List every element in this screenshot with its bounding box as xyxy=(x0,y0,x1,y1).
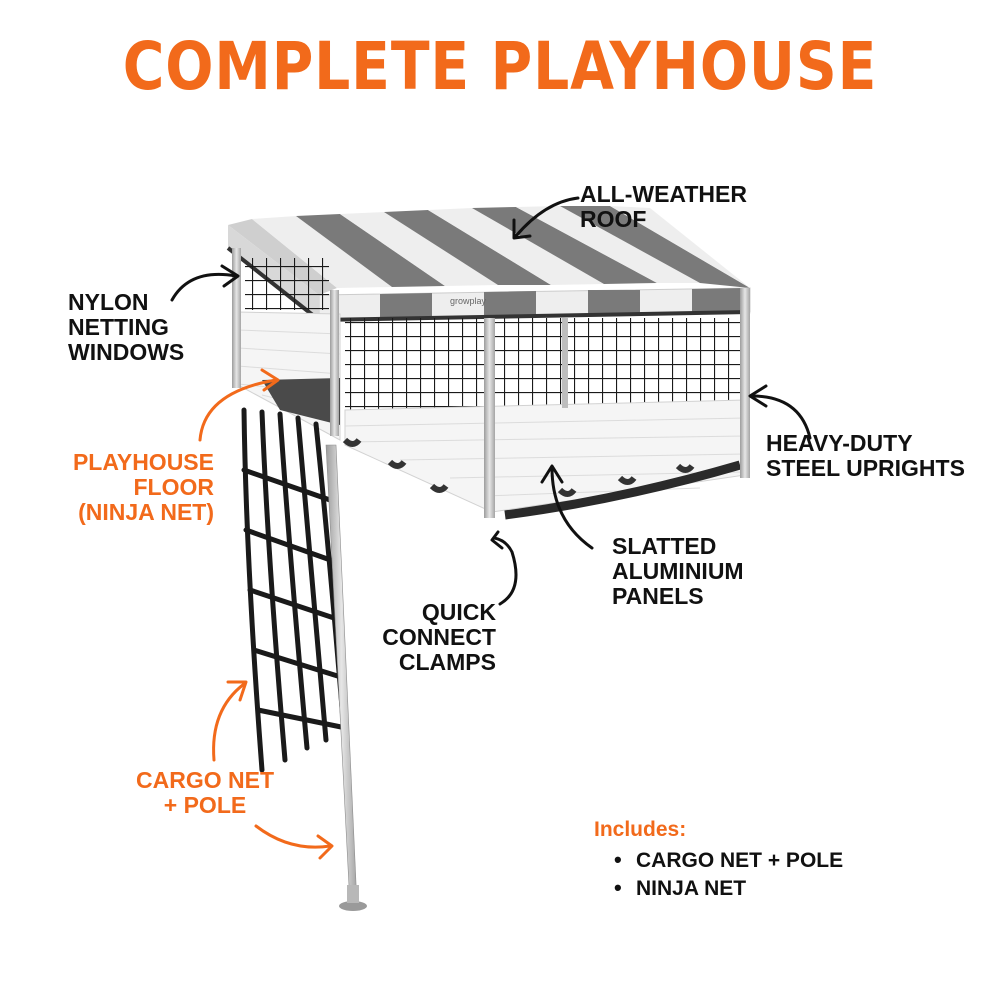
upright xyxy=(232,248,241,388)
cargo-pole xyxy=(325,444,367,911)
includes-title: Includes: xyxy=(594,818,687,841)
clamp xyxy=(617,475,637,485)
roof-valance-stripe xyxy=(484,291,536,317)
front-panel xyxy=(344,399,746,513)
label-line: WINDOWS xyxy=(68,339,185,365)
arrow-panels xyxy=(550,466,594,550)
arrows-black xyxy=(170,196,812,606)
label-line: PANELS xyxy=(612,583,704,609)
includes-item: NINJA NET xyxy=(614,874,843,902)
roof-valance-stripe xyxy=(380,293,432,319)
label-line: CONNECT xyxy=(382,624,496,650)
label-line: FLOOR xyxy=(133,474,215,500)
label-clamps: QUICK CONNECT CLAMPS xyxy=(370,600,496,675)
label-cargo: CARGO NET + POLE xyxy=(130,768,280,818)
roof-stripe xyxy=(252,216,392,288)
label-roof: ALL-WEATHER ROOF xyxy=(580,182,747,232)
front-netting-window xyxy=(345,318,745,410)
label-line: CLAMPS xyxy=(398,649,496,675)
includes-item: CARGO NET + POLE xyxy=(614,846,843,874)
arrow-cargo-down xyxy=(254,824,332,849)
upright xyxy=(330,290,339,436)
clamp xyxy=(387,459,407,469)
arrow-clamps xyxy=(492,536,518,606)
playhouse-floor xyxy=(262,378,340,425)
front-wall xyxy=(342,318,746,520)
roof-valance-stripe xyxy=(588,290,640,315)
underside-tube xyxy=(504,460,742,520)
roof-stripe xyxy=(560,206,750,288)
label-line: SLATTED xyxy=(612,533,717,559)
roof-stripe xyxy=(516,206,700,283)
label-line: ROOF xyxy=(580,206,647,232)
clamp xyxy=(675,463,695,473)
label-line: HEAVY-DUTY xyxy=(766,430,913,456)
roof-stripe xyxy=(472,207,657,284)
label-panels: SLATTED ALUMINIUM PANELS xyxy=(612,534,744,609)
label-line: NETTING xyxy=(68,314,169,340)
arrow-roof xyxy=(514,196,580,238)
side-netting-window xyxy=(245,258,329,310)
clamp xyxy=(342,437,362,447)
label-line: ALUMINIUM xyxy=(612,558,744,584)
arrows-orange xyxy=(198,368,334,860)
clamp xyxy=(429,483,449,493)
arrow-uprights xyxy=(750,394,812,440)
label-line: ALL-WEATHER xyxy=(580,181,747,207)
page-title: COMPLETE PLAYHOUSE xyxy=(122,28,878,105)
roof-stripe xyxy=(296,214,445,287)
includes-list: CARGO NET + POLE NINJA NET xyxy=(614,846,843,902)
label-line: + POLE xyxy=(163,792,247,818)
label-netting: NYLON NETTING WINDOWS xyxy=(68,290,184,365)
clamp xyxy=(557,487,577,497)
steel-uprights xyxy=(232,248,750,518)
roof-valance-stripe xyxy=(692,288,744,313)
roof-stripe xyxy=(384,210,551,285)
label-uprights: HEAVY-DUTY STEEL UPRIGHTS xyxy=(766,431,965,481)
label-line: CARGO NET xyxy=(136,767,274,793)
roof xyxy=(226,206,751,322)
upright xyxy=(740,288,750,478)
arrow-floor xyxy=(198,378,278,442)
roof-stripe xyxy=(428,208,604,285)
roof-stripe xyxy=(340,212,498,286)
upright xyxy=(562,318,568,408)
label-line: STEEL UPRIGHTS xyxy=(766,455,965,481)
roof-stripe xyxy=(610,206,750,288)
arrow-cargo-up xyxy=(212,682,246,762)
label-line: QUICK xyxy=(421,599,496,625)
label-line: (NINJA NET) xyxy=(78,499,214,525)
label-floor: PLAYHOUSE FLOOR (NINJA NET) xyxy=(52,450,214,525)
label-line: NYLON xyxy=(68,289,149,315)
roof-brand: growplay xyxy=(450,296,487,306)
upright xyxy=(484,318,495,518)
arrow-netting xyxy=(170,272,238,302)
label-line: PLAYHOUSE xyxy=(72,449,214,475)
